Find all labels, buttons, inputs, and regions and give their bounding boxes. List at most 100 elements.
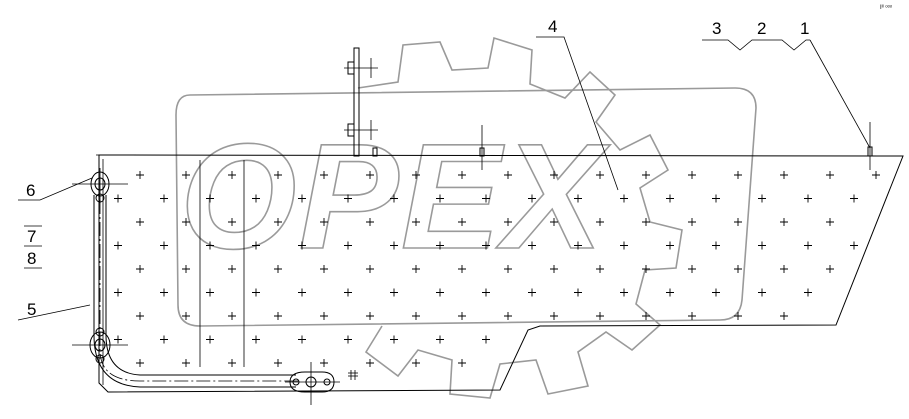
pattern-cross (458, 359, 466, 367)
pattern-cross (228, 312, 236, 320)
pattern-cross (458, 218, 466, 226)
pattern-cross (458, 312, 466, 320)
pattern-cross (298, 194, 306, 203)
pattern-cross (712, 241, 720, 250)
pattern-cross (366, 312, 374, 320)
pattern-cross (804, 288, 812, 297)
pattern-cross (436, 288, 444, 297)
pattern-cross (412, 312, 420, 320)
pattern-cross (482, 288, 490, 297)
pattern-cross (528, 288, 536, 297)
watermark-gear (357, 36, 683, 399)
pattern-cross (642, 265, 650, 273)
pattern-cross (758, 241, 766, 250)
pattern-cross (136, 312, 144, 320)
pattern-cross (642, 171, 650, 179)
pattern-cross (688, 312, 696, 320)
pattern-cross (436, 335, 444, 344)
corner-mark: Iᴵᴵ ᵒᵒᵒ (880, 4, 893, 11)
pattern-cross (758, 194, 766, 203)
pattern-cross (298, 288, 306, 297)
pattern-cross (252, 194, 260, 203)
pattern-cross (114, 241, 122, 250)
pattern-cross (390, 335, 398, 344)
callout-8: 8 (27, 249, 36, 268)
pattern-cross (228, 218, 236, 226)
mounting-bracket (344, 47, 378, 157)
pattern-cross (596, 312, 604, 320)
pattern-cross (390, 241, 398, 250)
pattern-cross (182, 359, 190, 367)
leader-1 (809, 39, 871, 149)
callout-7: 7 (27, 227, 36, 246)
pattern-cross (114, 335, 122, 344)
pattern-cross (804, 241, 812, 250)
pattern-cross (666, 241, 674, 250)
pattern-cross (504, 171, 512, 179)
pattern-cross (528, 194, 536, 203)
pattern-cross (136, 359, 144, 367)
pattern-cross (620, 241, 628, 250)
pattern-cross (666, 194, 674, 203)
flange-mark (348, 370, 358, 380)
pattern-cross (780, 171, 788, 179)
pattern-cross (252, 288, 260, 297)
pattern-cross (780, 218, 788, 226)
pattern-cross (804, 194, 812, 203)
pattern-cross (320, 171, 328, 179)
pattern-cross (252, 241, 260, 250)
pattern-cross (826, 171, 834, 179)
pattern-cross (206, 335, 214, 344)
pattern-cross (160, 241, 168, 250)
pattern-cross (596, 171, 604, 179)
watermark-logo: OPEX (175, 36, 757, 399)
pattern-cross (712, 194, 720, 203)
pattern-cross (574, 194, 582, 203)
pattern-cross (274, 312, 282, 320)
leader-lines (17, 36, 871, 321)
pattern-cross (252, 335, 260, 344)
callouts: 3 2 1 4 5 6 7 8 (26, 17, 809, 319)
pattern-cross (182, 265, 190, 273)
watermark-plate (175, 87, 757, 327)
plate-outline (96, 154, 904, 393)
pattern-cross (228, 265, 236, 273)
pattern-cross (344, 241, 352, 250)
pattern-cross (850, 241, 858, 250)
watermark-lettering: OPEX (180, 112, 611, 280)
pattern-cross (482, 241, 490, 250)
pattern-cross (366, 171, 374, 179)
leader-5 (17, 304, 91, 321)
pattern-cross (780, 312, 788, 320)
pattern-cross (298, 241, 306, 250)
pattern-cross (390, 288, 398, 297)
pattern-cross (298, 335, 306, 344)
pattern-cross (574, 241, 582, 250)
leader-4 (536, 36, 619, 191)
pattern-cross (344, 194, 352, 203)
pattern-cross (274, 171, 282, 179)
pattern-cross (550, 218, 558, 226)
pattern-cross (206, 194, 214, 203)
pattern-cross (274, 265, 282, 273)
pattern-cross (620, 288, 628, 297)
pattern-cross (596, 218, 604, 226)
pattern-cross (734, 171, 742, 179)
pattern-cross (504, 265, 512, 273)
pattern-cross (412, 171, 420, 179)
pattern-cross (344, 288, 352, 297)
pattern-cross (182, 171, 190, 179)
pattern-cross (366, 218, 374, 226)
pattern-cross (412, 265, 420, 273)
leader-1-2-3-bar (702, 39, 810, 51)
pattern-cross (114, 288, 122, 297)
top-studs (372, 122, 873, 170)
pattern-cross (182, 312, 190, 320)
callout-3: 3 (712, 19, 721, 38)
pattern-cross (390, 194, 398, 203)
pattern-cross (688, 218, 696, 226)
pattern-cross (734, 312, 742, 320)
pattern-cross (758, 288, 766, 297)
pattern-cross (504, 312, 512, 320)
